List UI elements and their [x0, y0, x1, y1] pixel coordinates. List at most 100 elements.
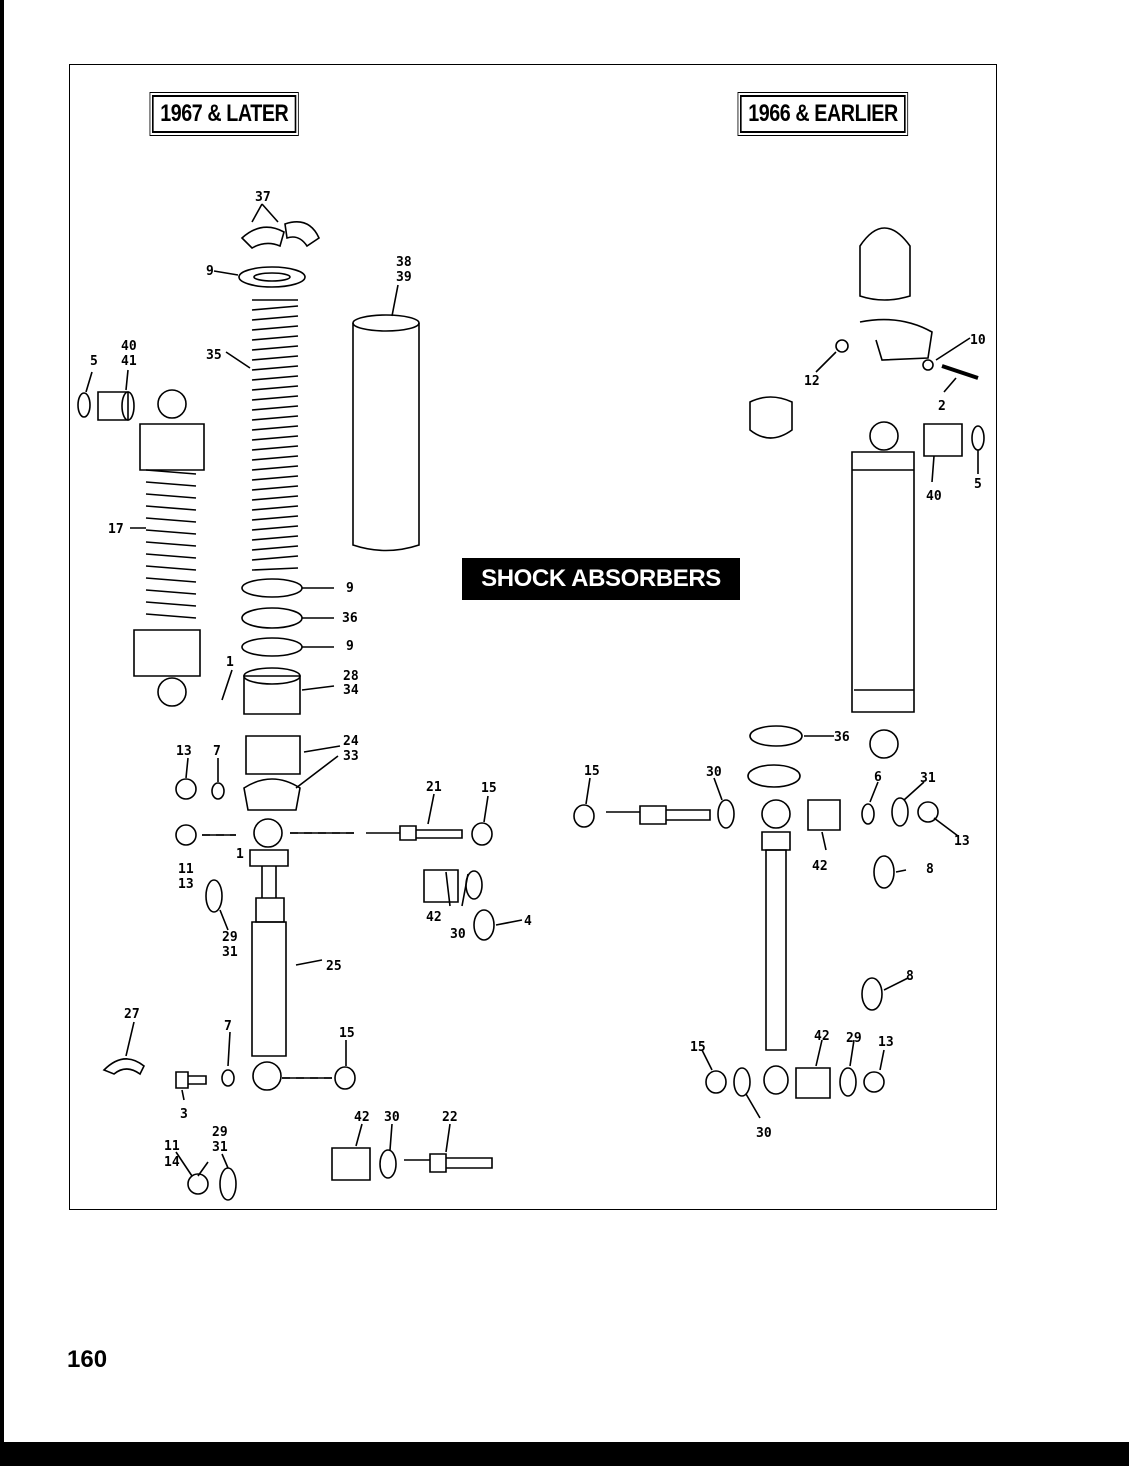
- part-washer-right: [747, 764, 801, 788]
- part-nut-13-right: [917, 801, 939, 823]
- part-bolt-3: [175, 1071, 207, 1089]
- callout: 13: [878, 1035, 894, 1050]
- part-clip-27: [102, 1058, 146, 1076]
- part-stud-right: [606, 805, 711, 825]
- part-bushing-42-right-lower: [795, 1067, 831, 1099]
- callout: 30: [756, 1126, 772, 1141]
- callout: 29: [212, 1125, 228, 1140]
- callout: 1: [236, 847, 244, 862]
- part-washer-31-right: [891, 797, 909, 827]
- part-stud-22: [404, 1153, 493, 1173]
- part-washer-9-middle: [241, 578, 303, 598]
- part-spring-retainer-37: [240, 226, 285, 249]
- callout: 10: [970, 333, 986, 348]
- part-stud-21: [366, 825, 463, 841]
- callout: 31: [222, 945, 238, 960]
- page-number: 160: [67, 1346, 108, 1373]
- callout: 8: [906, 969, 914, 984]
- callout: 31: [212, 1140, 228, 1155]
- part-washer-7: [211, 782, 225, 800]
- callout: 13: [176, 744, 192, 759]
- callout: 33: [343, 749, 359, 764]
- callout: 24: [343, 734, 359, 749]
- part-nut-15-lower: [334, 1066, 356, 1090]
- section-label-1966-earlier: 1966 & EARLIER: [737, 92, 909, 136]
- scan-edge-left: [0, 0, 4, 1466]
- part-nut-13-right-lower: [863, 1071, 885, 1093]
- callout: 6: [874, 770, 882, 785]
- part-washer-29: [205, 879, 223, 913]
- part-bearing-36-right: [749, 725, 803, 747]
- callout: 2: [938, 399, 946, 414]
- part-nut-15: [471, 822, 493, 846]
- part-drawings: [77, 203, 985, 1201]
- callout: 34: [343, 683, 359, 698]
- part-shock-body-earlier: [851, 421, 915, 759]
- part-washer-29-right: [839, 1067, 857, 1097]
- callout: 11: [178, 862, 194, 877]
- callout: 9: [346, 581, 354, 596]
- callout: 21: [426, 780, 442, 795]
- callout: 42: [354, 1110, 370, 1125]
- part-washer-5-right: [971, 425, 985, 451]
- callout: 15: [339, 1026, 355, 1041]
- part-bushing-42-right: [807, 799, 841, 831]
- page-title: SHOCK ABSORBERS: [462, 558, 740, 600]
- part-rubber-bushing: [749, 396, 793, 439]
- callout: 13: [954, 834, 970, 849]
- callout: 7: [213, 744, 221, 759]
- callout: 41: [121, 354, 137, 369]
- part-washer-10: [922, 359, 934, 371]
- callout: 30: [384, 1110, 400, 1125]
- part-nut-11: [175, 824, 197, 846]
- diagram-frame: 1967 & LATER 1966 & EARLIER SHOCK ABSORB…: [69, 64, 997, 1210]
- part-shock-body-25: [249, 818, 289, 1091]
- part-washer-30-lower: [379, 1149, 397, 1179]
- part-shock-assembly-17: [133, 389, 205, 707]
- part-nut-15-right: [573, 804, 595, 828]
- callout: 30: [450, 927, 466, 942]
- part-washer-9-lower: [241, 637, 303, 657]
- callout: 29: [846, 1031, 862, 1046]
- part-washer-7-lower: [221, 1069, 235, 1087]
- callout: 1: [226, 655, 234, 670]
- callout: 42: [812, 859, 828, 874]
- section-label-1967-later: 1967 & LATER: [149, 92, 300, 136]
- callout: 8: [926, 862, 934, 877]
- part-bearing-36: [241, 607, 303, 629]
- callout-numbers: 37 9 38 39 40 41 5 35 17 9 36 9 28 34 1 …: [90, 190, 986, 1170]
- part-washer-4: [473, 909, 495, 941]
- part-eye-rod: [761, 799, 791, 1095]
- callout: 14: [164, 1155, 180, 1170]
- part-cap: [859, 227, 911, 301]
- part-nut-12: [835, 339, 849, 353]
- part-nut-15-right-lower: [705, 1070, 727, 1094]
- part-spring-35: [251, 299, 299, 571]
- part-clamp-band: [859, 318, 933, 361]
- callout: 40: [121, 339, 137, 354]
- callout: 15: [584, 764, 600, 779]
- callout: 15: [481, 781, 497, 796]
- part-cover-tube-38: [352, 314, 420, 552]
- callout: 37: [255, 190, 271, 205]
- part-cam-33: [243, 778, 301, 811]
- callout: 25: [326, 959, 342, 974]
- part-washer-5-left: [77, 392, 91, 418]
- part-bushing-42-lower: [331, 1147, 371, 1181]
- callout: 5: [974, 477, 982, 492]
- callout: 36: [342, 611, 358, 626]
- part-bushing-42: [423, 869, 459, 903]
- part-washer-30-right-lower: [733, 1067, 751, 1097]
- part-washer-9-top: [238, 266, 306, 288]
- callout: 29: [222, 930, 238, 945]
- callout: 36: [834, 730, 850, 745]
- part-washer-8-upper: [873, 855, 895, 889]
- part-washer-31-lower: [219, 1167, 237, 1201]
- callout: 11: [164, 1139, 180, 1154]
- part-washer-30-right: [717, 799, 735, 829]
- callout: 30: [706, 765, 722, 780]
- callout: 4: [524, 914, 532, 929]
- callout: 12: [804, 374, 820, 389]
- callout: 42: [814, 1029, 830, 1044]
